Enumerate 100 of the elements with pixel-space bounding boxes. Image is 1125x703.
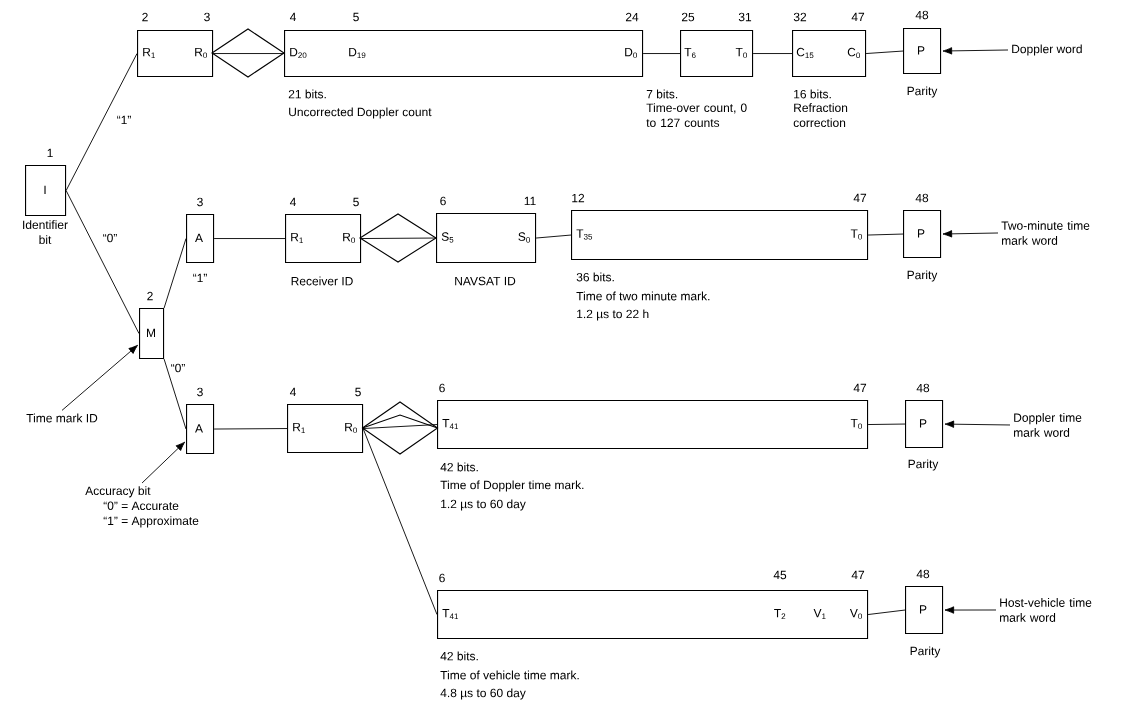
- bit-number: 4: [289, 12, 296, 22]
- arrow: [141, 441, 186, 484]
- node-label: R$_{1}$: [143, 47, 155, 59]
- bit-number: 5: [353, 197, 359, 207]
- field-box: T$_{41}$ T$_{2}$ V$_{1}$ V$_{0}$: [437, 590, 869, 640]
- bit-number: 1: [47, 148, 53, 158]
- connector-line: [752, 53, 793, 54]
- bit-number: 11: [524, 196, 536, 206]
- bit-number: 5: [355, 387, 361, 397]
- node-label: R$_{1}$: [293, 422, 305, 434]
- bit-number: 45: [773, 570, 787, 580]
- connector-line: [867, 233, 904, 236]
- field-box: T$_{41}$ T$_{0}$: [437, 400, 869, 450]
- edge-label: “0”: [101, 232, 119, 244]
- edge-label: “0”: [169, 362, 187, 374]
- arrow: [942, 47, 1009, 55]
- node-label: D$_{20}$: [290, 47, 307, 59]
- field-description: 42 bits.: [440, 651, 478, 661]
- field-description: Refraction correction: [793, 103, 848, 127]
- node-label: T$_{2}$: [774, 608, 786, 620]
- arrow: [61, 344, 138, 411]
- field-box: R$_{1}$ R$_{0}$: [137, 30, 214, 78]
- bit-number: 3: [197, 387, 203, 397]
- field-description: Uncorrected Doppler count: [289, 107, 432, 119]
- bit-number: 48: [915, 193, 929, 203]
- arrow: [942, 230, 999, 238]
- bit-number: 47: [853, 383, 867, 393]
- bit-number: 47: [853, 193, 867, 203]
- field-description: Parity: [910, 646, 941, 658]
- connector-line: [163, 358, 187, 430]
- field-description: 36 bits.: [576, 272, 614, 282]
- node-label: S$_{0}$: [518, 232, 530, 243]
- field-box: R$_{1}$ R$_{0}$: [287, 404, 364, 454]
- field-description: Identifier bit: [23, 220, 68, 244]
- connector-line: [642, 53, 681, 54]
- field-description: 1.2 µs to 22 h: [577, 309, 649, 321]
- bit-number: 3: [204, 12, 210, 22]
- field-box: P: [905, 586, 944, 635]
- bit-number: 25: [681, 12, 695, 22]
- field-box: M: [139, 308, 165, 360]
- annotation-text: Host-vehicle time mark word: [1000, 598, 1092, 622]
- field-box: A: [186, 214, 215, 264]
- node-label: R$_{0}$: [343, 232, 355, 244]
- field-description: 4.8 µs to 60 day: [440, 688, 526, 700]
- node-label: T$_{41}$: [442, 418, 459, 430]
- bit-number: 12: [572, 193, 585, 203]
- field-description: 7 bits.: [646, 89, 678, 99]
- field-box: I: [25, 165, 67, 217]
- node-label: T$_{6}$: [684, 47, 696, 59]
- field-description: Receiver ID: [291, 276, 353, 286]
- field-description: Parity: [907, 270, 938, 282]
- field-description: 42 bits.: [440, 462, 478, 472]
- bit-number: 47: [851, 12, 865, 22]
- annotation-text: Accuracy bit “0” = Accurate “1” = Approximate: [85, 486, 199, 528]
- node-label: R$_{1}$: [291, 232, 303, 244]
- node-label: C$_{0}$: [847, 47, 860, 59]
- field-description: Time of two minute mark.: [576, 291, 710, 301]
- annotation-text: Time mark ID: [26, 413, 98, 423]
- bit-number: 4: [289, 387, 296, 397]
- field-description: Time-over count, 0 to 127 counts: [646, 103, 747, 127]
- bit-number: 48: [916, 383, 930, 393]
- bit-number: 31: [738, 12, 752, 22]
- bit-number: 32: [793, 12, 807, 22]
- bit-number: 24: [625, 12, 639, 22]
- field-box: P: [905, 400, 944, 449]
- field-box: T$_{6}$ T$_{0}$: [680, 30, 754, 78]
- node-label: V$_{0}$: [849, 608, 862, 620]
- node-label: T$_{0}$: [735, 47, 747, 59]
- field-box: T$_{35}$ T$_{0}$: [571, 210, 869, 261]
- connector-line: [65, 190, 140, 334]
- bit-number: 3: [197, 197, 203, 207]
- arrow: [944, 420, 1011, 428]
- field-description: Time of Doppler time mark.: [440, 480, 584, 492]
- connector-line: [65, 53, 138, 191]
- node-label: T$_{41}$: [442, 608, 459, 620]
- annotation-text: Two-minute time mark word: [1001, 221, 1090, 245]
- connector-line: [867, 423, 906, 425]
- field-box: R$_{1}$ R$_{0}$: [285, 214, 362, 264]
- annotation-text: Doppler word: [1012, 44, 1082, 56]
- field-description: Time of vehicle time mark.: [440, 670, 579, 680]
- connector-line: [865, 50, 904, 54]
- connector-line: [213, 428, 288, 430]
- node-label: D$_{19}$: [349, 47, 366, 59]
- bit-number: 2: [147, 291, 153, 301]
- connector-line: [362, 424, 438, 429]
- field-box: P: [903, 210, 942, 259]
- bit-number: 6: [439, 383, 445, 393]
- field-description: Parity: [907, 86, 938, 98]
- connector-line: [163, 238, 187, 309]
- field-box: D$_{20}$ D$_{19}$ D$_{0}$: [284, 30, 644, 78]
- field-box: C$_{15}$ C$_{0}$: [792, 30, 867, 78]
- field-box: A: [186, 404, 215, 455]
- connector-line: [213, 238, 286, 239]
- bit-number: 4: [289, 197, 296, 207]
- bit-number: 6: [440, 196, 446, 206]
- bit-number: 47: [851, 570, 865, 580]
- bit-number: 2: [142, 12, 148, 22]
- field-description: 16 bits.: [794, 89, 831, 99]
- node-label: R$_{0}$: [195, 47, 207, 59]
- edge-label: “1”: [191, 272, 209, 284]
